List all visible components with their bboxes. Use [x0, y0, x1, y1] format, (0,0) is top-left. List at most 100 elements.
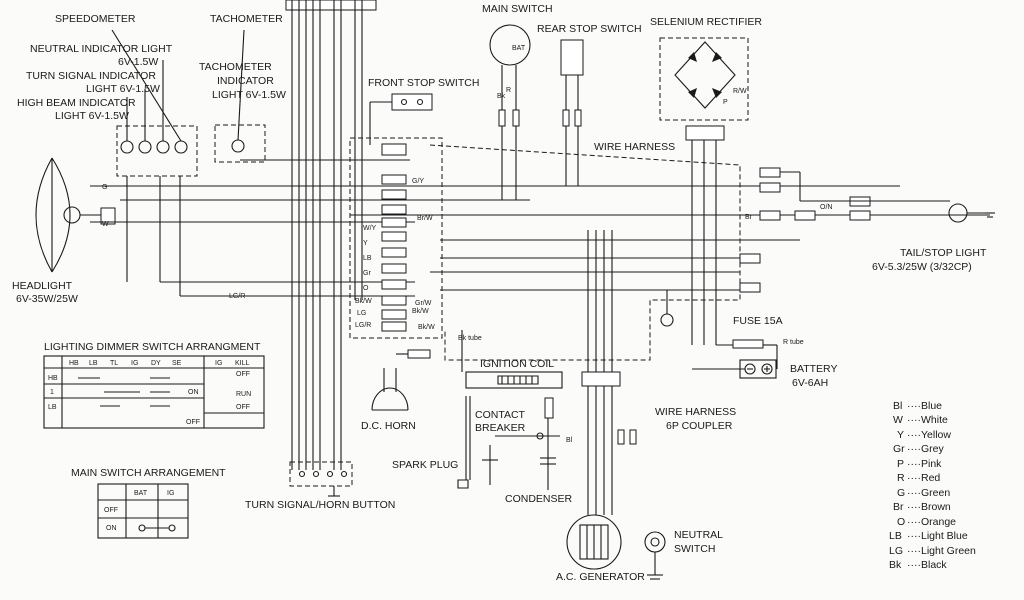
svg-text:LB: LB [48, 404, 57, 411]
main-switch-table: MAIN SWITCH ARRANGEMENT BAT IG OFF ON [71, 467, 226, 539]
svg-text:Br/W: Br/W [417, 215, 433, 222]
svg-text:····Light Green: ····Light Green [907, 545, 976, 557]
battery-circuit: R tube [660, 290, 804, 379]
svg-text:G/Y: G/Y [412, 178, 424, 185]
neutral-indicator-rating: 6V-1.5W [118, 56, 158, 68]
speedometer-label: SPEEDOMETER [55, 13, 136, 25]
headlight-connector [100, 207, 116, 225]
headlight-rating: 6V-35W/25W [16, 293, 78, 305]
wire-code-labels: G G/Y Br W/Y Y LB Gr O Bk/W LG LG/R Bl W… [102, 87, 832, 444]
ignition-coil: Bk tube [457, 330, 563, 489]
rectifier-bridge [674, 41, 736, 109]
svg-text:····Orange: ····Orange [907, 516, 956, 528]
front-stop-switch-label: FRONT STOP SWITCH [368, 77, 479, 89]
battery-label: BATTERY [790, 363, 837, 375]
headlight-shell [35, 157, 53, 273]
svg-text:HB: HB [48, 375, 58, 382]
svg-text:LG/R: LG/R [355, 322, 371, 329]
main-switch: BAT [489, 24, 531, 200]
svg-text:P: P [723, 99, 728, 106]
headlight-label: HEADLIGHT [12, 280, 73, 292]
meter-housing [116, 125, 198, 177]
condenser-label: CONDENSER [505, 493, 573, 505]
svg-text:IG: IG [131, 360, 138, 367]
svg-text:OFF: OFF [236, 404, 250, 411]
tail-stop-light-bulb [948, 203, 968, 223]
indicator-cluster [111, 29, 266, 177]
connector-bank [349, 137, 443, 339]
fuse [732, 339, 764, 349]
front-stop-switch [369, 93, 433, 145]
svg-text:Bk/W: Bk/W [412, 308, 429, 315]
svg-text:R: R [506, 87, 511, 94]
svg-text:OFF: OFF [236, 371, 250, 378]
svg-text:DY: DY [151, 360, 161, 367]
selenium-rectifier [659, 37, 749, 345]
svg-text:Bk: Bk [497, 93, 506, 100]
svg-text:RUN: RUN [236, 391, 251, 398]
main-switch-body [489, 24, 531, 66]
tail-stop-light-label: TAIL/STOP LIGHT [900, 247, 987, 259]
harness-junction-box [349, 137, 443, 339]
svg-text:····White: ····White [907, 414, 948, 426]
svg-text:Y: Y [363, 240, 368, 247]
svg-text:Bk/W: Bk/W [418, 324, 435, 331]
svg-text:····Green: ····Green [907, 487, 950, 499]
high-beam-indicator-bulb [120, 140, 134, 154]
svg-text:Bk/W: Bk/W [355, 298, 372, 305]
tail-stop-light-rating: 6V-5.3/25W (3/32CP) [872, 261, 972, 273]
tachometer-label: TACHOMETER [210, 13, 283, 25]
svg-text:····Light Blue: ····Light Blue [907, 530, 968, 542]
svg-text:····Black: ····Black [907, 559, 947, 571]
spark-plug [457, 479, 469, 489]
handlebar-connector [285, 0, 377, 11]
rear-stop-switch [560, 39, 584, 186]
high-beam-indicator-label: HIGH BEAM INDICATOR [17, 97, 136, 109]
svg-text:Bl: Bl [893, 400, 902, 412]
tach-indicator-bulb [231, 139, 245, 153]
svg-text:IG: IG [167, 490, 174, 497]
svg-text:Gr: Gr [893, 443, 905, 455]
svg-text:BAT: BAT [134, 490, 148, 497]
headlight-lens [51, 157, 71, 273]
svg-text:P: P [897, 458, 904, 470]
svg-text:Bl: Bl [566, 437, 573, 444]
r-tube-label: R tube [783, 339, 804, 346]
svg-text:LG: LG [357, 310, 366, 317]
turn-signal-indicator-bulb [138, 140, 152, 154]
svg-text:O: O [363, 285, 369, 292]
svg-text:Br: Br [745, 214, 753, 221]
svg-text:W/Y: W/Y [363, 225, 377, 232]
tach-indicator-label-2: INDICATOR [217, 75, 274, 87]
wire-harness-label: WIRE HARNESS [594, 141, 675, 153]
svg-text:1: 1 [50, 389, 54, 396]
selenium-rectifier-label: SELENIUM RECTIFIER [650, 16, 762, 28]
svg-text:O/N: O/N [820, 204, 832, 211]
contact-breaker-label-1: CONTACT [475, 409, 526, 421]
speedometer-light-bulb [174, 140, 188, 154]
neutral-switch-label-2: SWITCH [674, 543, 715, 555]
turn-signal-horn-button-label: TURN SIGNAL/HORN BUTTON [245, 499, 395, 511]
ac-generator-label: A.C. GENERATOR [556, 571, 645, 583]
bat-terminal-label: BAT [512, 45, 526, 52]
svg-text:····Red: ····Red [907, 472, 940, 484]
contact-breaker-label-2: BREAKER [475, 422, 526, 434]
svg-text:G: G [897, 487, 905, 499]
main-switch-table-title: MAIN SWITCH ARRANGEMENT [71, 467, 226, 479]
svg-text:····Blue: ····Blue [907, 400, 942, 412]
dc-horn [371, 349, 431, 411]
fuse-label: FUSE 15A [733, 315, 783, 327]
battery-rating: 6V-6AH [792, 377, 828, 389]
coupler-label-2: 6P COUPLER [666, 420, 733, 432]
dc-horn-label: D.C. HORN [361, 420, 416, 432]
tach-housing [214, 124, 266, 163]
svg-text:LB: LB [363, 255, 372, 262]
svg-text:LB: LB [889, 530, 902, 542]
svg-text:Y: Y [897, 429, 904, 441]
svg-text:LG/R: LG/R [229, 293, 245, 300]
svg-text:TL: TL [110, 360, 118, 367]
wire-harness-outline [429, 144, 741, 361]
tach-indicator-label-1: TACHOMETER [199, 61, 272, 73]
